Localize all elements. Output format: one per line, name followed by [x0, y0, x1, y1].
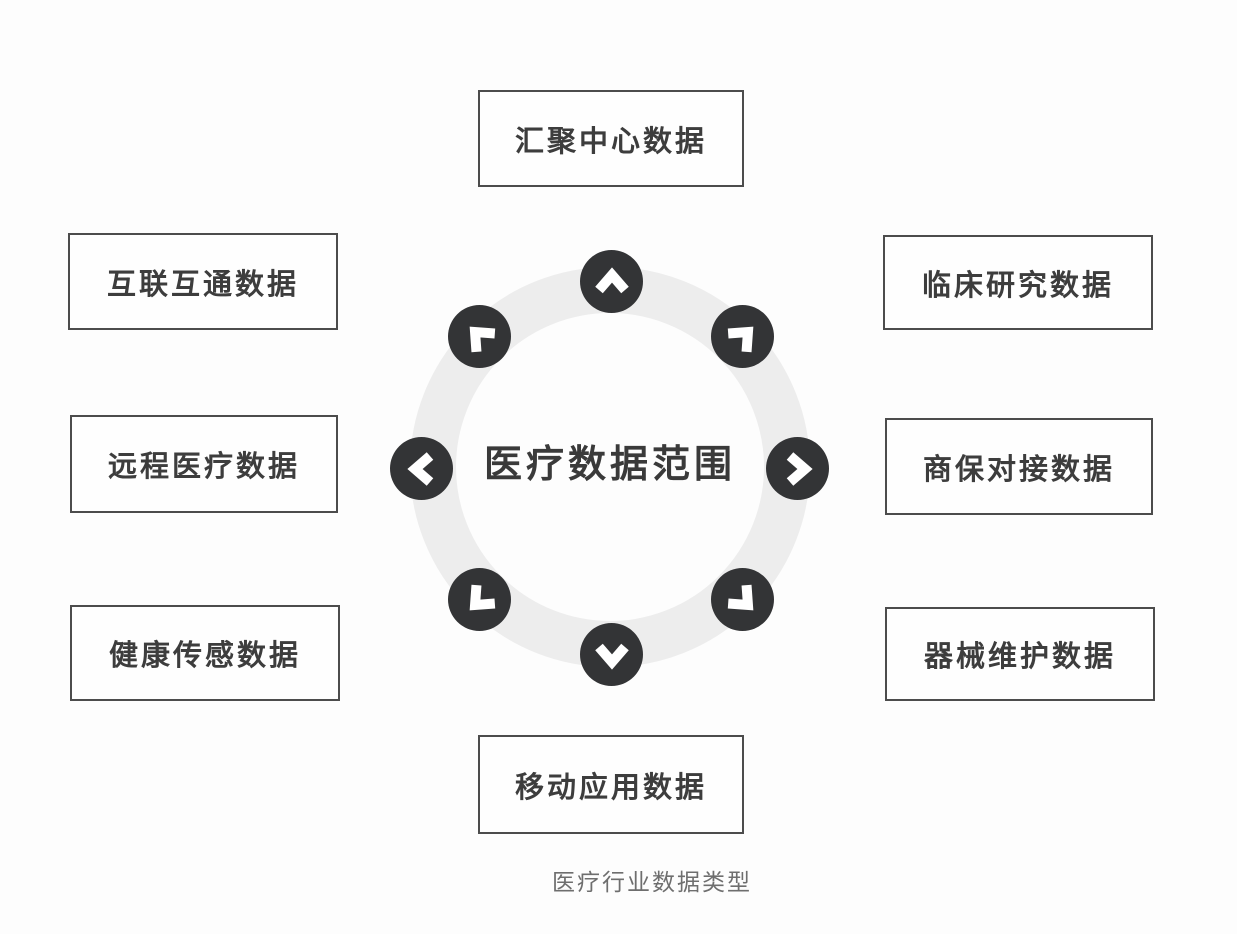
- node-label: 汇聚中心数据: [514, 125, 707, 158]
- arrow-down-icon: [580, 623, 643, 686]
- node-label: 健康传感数据: [108, 640, 301, 672]
- node-label: 器械维护数据: [923, 641, 1116, 673]
- arrow-up-icon: [580, 250, 643, 313]
- node-box-bottom-left: 健康传感数据: [70, 605, 340, 701]
- arrow-down-right-icon: [711, 568, 774, 631]
- node-label: 互联互通数据: [106, 268, 299, 301]
- node-box-left: 远程医疗数据: [70, 415, 338, 513]
- node-label: 商保对接数据: [922, 453, 1115, 486]
- node-box-right: 商保对接数据: [885, 418, 1153, 515]
- arrow-down-left-icon: [448, 568, 511, 631]
- node-label: 临床研究数据: [921, 269, 1114, 302]
- node-label: 移动应用数据: [514, 771, 707, 804]
- node-box-top-right: 临床研究数据: [883, 235, 1153, 330]
- arrow-right-icon: [766, 437, 829, 500]
- node-box-top: 汇聚中心数据: [478, 90, 744, 187]
- node-box-bottom: 移动应用数据: [478, 735, 744, 834]
- arrow-up-left-icon: [448, 305, 511, 368]
- diagram-caption: 医疗行业数据类型: [552, 869, 752, 895]
- node-box-top-left: 互联互通数据: [68, 233, 338, 330]
- arrow-left-icon: [390, 437, 453, 500]
- arrow-up-right-icon: [711, 305, 774, 368]
- node-label: 远程医疗数据: [107, 451, 300, 483]
- node-box-bottom-right: 器械维护数据: [885, 607, 1155, 701]
- hub-label: 医疗数据范围: [483, 444, 736, 486]
